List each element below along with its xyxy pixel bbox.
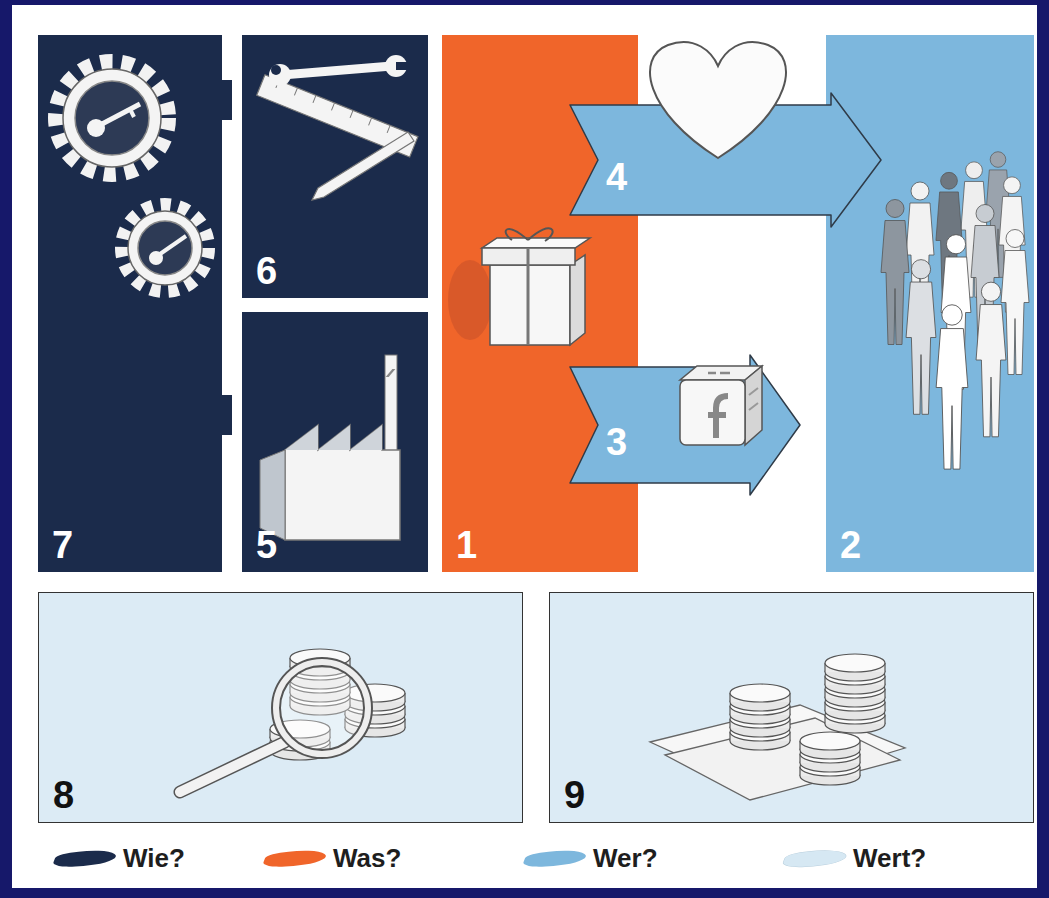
legend-swatch xyxy=(781,848,849,867)
factory-icon xyxy=(260,355,400,540)
edge-label: 3 xyxy=(606,423,627,461)
legend-text: Wer? xyxy=(593,843,658,874)
block-number: 7 xyxy=(52,526,73,564)
legend-item: Was? xyxy=(265,838,401,878)
tools-icon xyxy=(257,55,418,200)
block-number: 6 xyxy=(256,252,277,290)
gift-icon xyxy=(448,228,590,345)
legend-item: Wie? xyxy=(55,838,185,878)
block-number: 9 xyxy=(564,776,585,814)
gears-icon xyxy=(56,62,208,291)
band-arrow xyxy=(570,355,800,495)
legend-text: Wie? xyxy=(123,843,185,874)
legend-swatch xyxy=(521,848,589,867)
legend-text: Wert? xyxy=(853,843,926,874)
people-icon xyxy=(881,152,1029,469)
callout-number: 3 xyxy=(606,421,627,463)
block-number: 2 xyxy=(840,526,861,564)
social-dice-icon xyxy=(386,366,1000,445)
block-number: 1 xyxy=(456,526,477,564)
block-number: 8 xyxy=(53,776,74,814)
legend-item: Wert? xyxy=(785,838,926,878)
legend-item: Wer? xyxy=(525,838,658,878)
coins-magnifier-icon xyxy=(180,649,405,792)
legend: Wie? Was? Wer? Wert? xyxy=(0,838,1049,882)
callout-number: 4 xyxy=(606,156,627,198)
legend-swatch xyxy=(261,848,329,867)
legend-swatch xyxy=(51,848,119,867)
edge-label: 4 xyxy=(606,158,627,196)
heart-icon xyxy=(650,42,786,158)
money-icon xyxy=(650,654,905,800)
panel-shape xyxy=(38,35,232,572)
block-number: 5 xyxy=(256,526,277,564)
legend-text: Was? xyxy=(333,843,401,874)
